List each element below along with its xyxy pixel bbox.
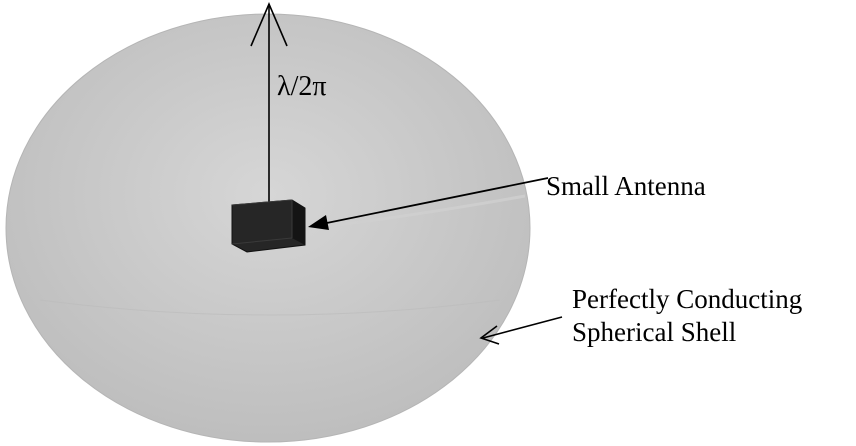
- radius-label: λ/2π: [277, 71, 327, 102]
- antenna-pointer-line: [311, 177, 549, 227]
- antenna-label: Small Antenna: [546, 171, 706, 201]
- shell-label-line2: Spherical Shell: [572, 317, 737, 347]
- shell-pointer-line: [482, 316, 563, 339]
- shell-label-line1: Perfectly Conducting: [572, 284, 803, 314]
- shell-seam-line: [299, 194, 526, 232]
- shell-seam-line: [39, 299, 501, 316]
- shell-label: Perfectly Conducting Spherical Shell: [572, 283, 802, 349]
- antenna-pointer-arrowhead: [308, 215, 329, 230]
- cube-icon: [231, 199, 306, 253]
- shell-pointer-arrowhead: [479, 325, 500, 345]
- radius-arrowhead: [250, 1, 288, 47]
